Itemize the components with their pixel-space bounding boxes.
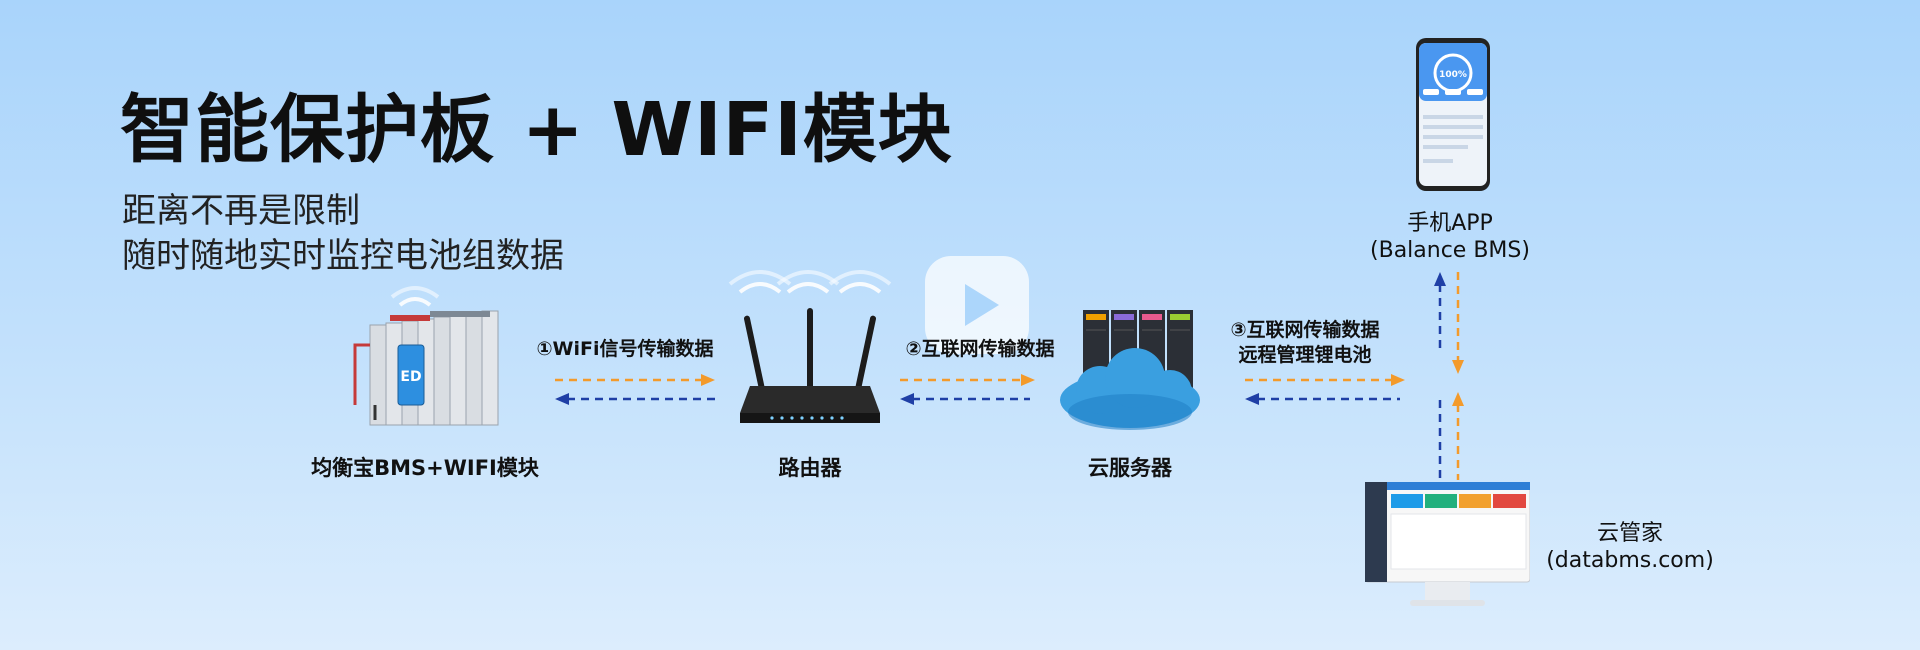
mobile-app-sublabel: (Balance BMS) (1370, 238, 1530, 263)
mobile-phone-icon: 100% (1415, 37, 1491, 192)
phone-gauge-value: 100% (1439, 70, 1467, 80)
play-button[interactable] (925, 256, 1029, 354)
link-1-arrows (555, 370, 715, 410)
arrow-right-icon (1391, 374, 1405, 386)
page-title: 智能保护板 + WIFI模块 (120, 87, 953, 173)
play-icon (965, 284, 999, 326)
arrow-left-icon (555, 393, 569, 405)
link-2-label: ②互联网传输数据 (905, 338, 1055, 360)
bms-label: 均衡宝BMS+WIFI模块 (311, 456, 539, 480)
arrow-up-icon (1434, 272, 1446, 286)
mobile-app-name: 手机APP (1407, 211, 1493, 236)
cloud-server-icon (1045, 300, 1215, 440)
arrow-down-icon (1452, 360, 1464, 374)
arrow-right-icon (701, 374, 715, 386)
link-1-label: ①WiFi信号传输数据 (536, 338, 714, 360)
subtitle-line-2: 随时随地实时监控电池组数据 (122, 236, 564, 276)
cloud-server-label: 云服务器 (1088, 456, 1172, 480)
link-3-label-line-2: 远程管理锂电池 (1238, 344, 1372, 366)
link-3-arrows (1245, 370, 1405, 410)
arrow-up-icon (1452, 392, 1464, 406)
arrow-right-icon (1021, 374, 1035, 386)
cloud-manager-label: 云管家 (databms.com) (1540, 520, 1720, 574)
link-3-label: ③互联网传输数据 远程管理锂电池 (1215, 318, 1395, 368)
monitor-icon (1365, 482, 1530, 610)
router-icon (720, 268, 900, 438)
vertical-arrows (1430, 270, 1470, 480)
cloud-manager-sublabel: (databms.com) (1546, 548, 1714, 573)
arrow-left-icon (900, 393, 914, 405)
arrow-left-icon (1245, 393, 1259, 405)
bms-battery-pack-icon: ED (330, 285, 510, 445)
mobile-app-label: 手机APP (Balance BMS) (1340, 210, 1560, 264)
link-3-label-line-1: ③互联网传输数据 (1230, 319, 1380, 341)
svg-text:ED: ED (400, 369, 421, 385)
link-2-arrows (900, 370, 1035, 410)
router-label: 路由器 (778, 456, 842, 480)
cloud-manager-name: 云管家 (1596, 521, 1663, 546)
subtitle-line-1: 距离不再是限制 (122, 191, 360, 231)
